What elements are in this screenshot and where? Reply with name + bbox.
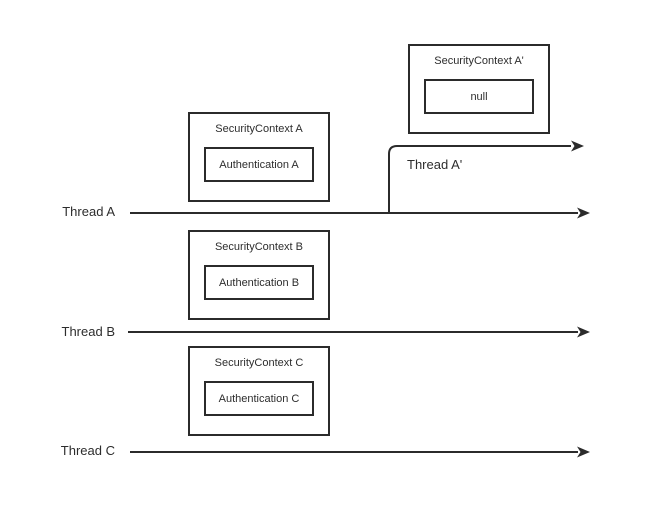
thread-a-prime-branch-line xyxy=(388,145,571,213)
securitycontext-b-box: SecurityContext B Authentication B xyxy=(188,230,330,320)
securitycontext-c-title: SecurityContext C xyxy=(214,357,304,369)
thread-a-label: Thread A xyxy=(62,204,115,219)
thread-a-arrowhead-icon xyxy=(577,207,590,219)
null-authentication-box: null xyxy=(424,79,534,114)
securitycontext-c-box: SecurityContext C Authentication C xyxy=(188,346,330,436)
authentication-a-box: Authentication A xyxy=(204,147,314,182)
securitycontext-a-title: SecurityContext A xyxy=(215,123,303,135)
thread-b-arrowhead-icon xyxy=(577,326,590,338)
thread-b-label: Thread B xyxy=(61,324,115,339)
thread-a-prime-arrowhead-icon xyxy=(571,140,584,152)
securitycontext-a-prime-box: SecurityContext A' null xyxy=(408,44,550,134)
thread-a-prime-label: Thread A' xyxy=(407,157,463,172)
securitycontext-a-box: SecurityContext A Authentication A xyxy=(188,112,330,202)
securitycontext-a-prime-title: SecurityContext A' xyxy=(434,55,524,67)
thread-c-label: Thread C xyxy=(60,443,115,458)
securitycontext-b-title: SecurityContext B xyxy=(214,241,304,253)
authentication-c-box: Authentication C xyxy=(204,381,314,416)
authentication-b-box: Authentication B xyxy=(204,265,314,300)
thread-c-arrowhead-icon xyxy=(577,446,590,458)
